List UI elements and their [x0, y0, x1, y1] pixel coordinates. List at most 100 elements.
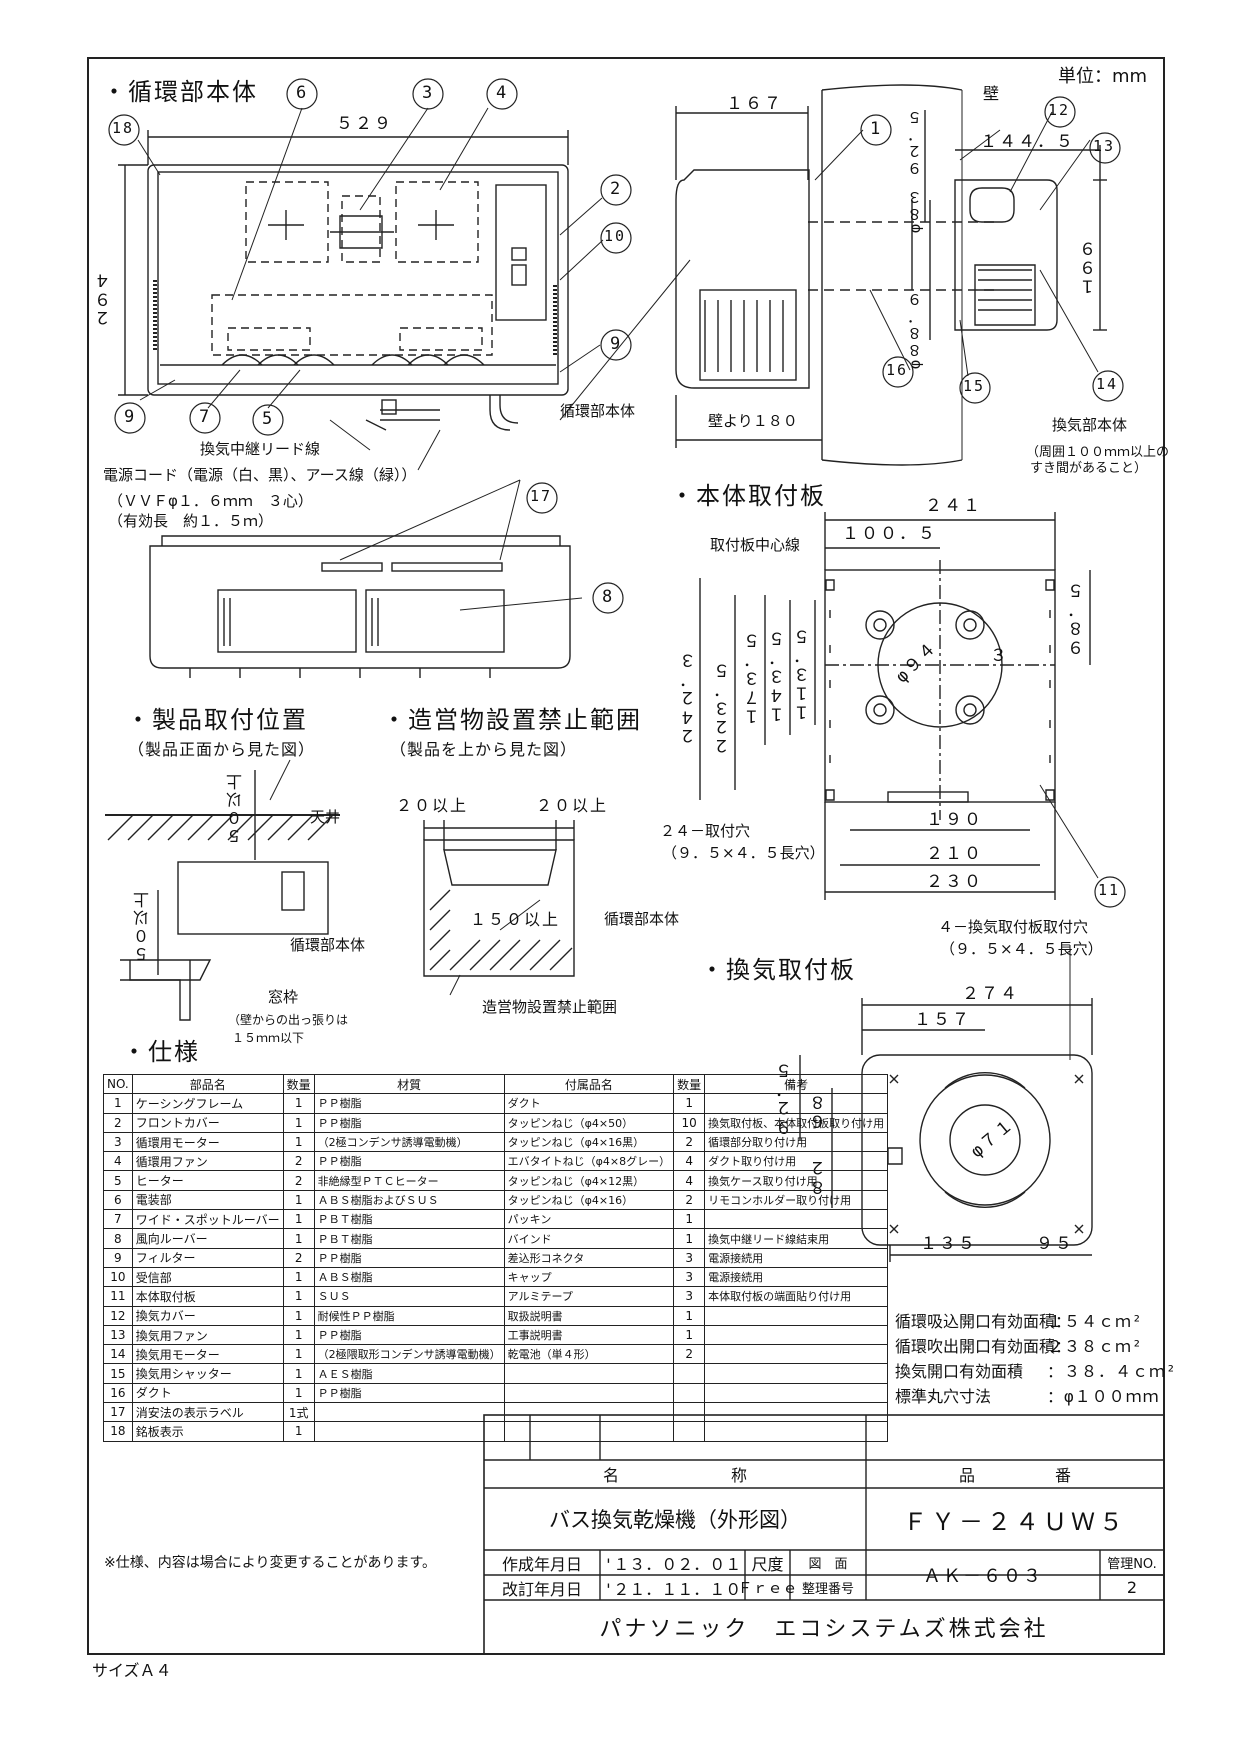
spec-cell: 1	[103, 1093, 133, 1114]
from-wall-label: 壁より１８０	[708, 412, 798, 430]
dim-phi88-9: φ８８．９	[906, 290, 924, 370]
spec-cell: 1	[673, 1324, 706, 1346]
ge20-label-a: ２０以上	[396, 796, 469, 815]
dim-92-5: ９２．５	[906, 108, 924, 176]
spec-cell: タッピンねじ（φ4×12黒）	[503, 1170, 675, 1191]
spec-cell: 換気ケース取り付け用	[704, 1170, 889, 1191]
power-cord-label-1: 電源コード（電源（白、黒）、アース線（緑））	[103, 466, 417, 484]
spec-cell: 電源接続用	[704, 1247, 889, 1268]
circ-body-label-3: 循環部本体	[604, 910, 680, 928]
spec-cell: 電装部	[131, 1189, 284, 1211]
spec-cell: 3	[103, 1131, 133, 1153]
main-body-front-view	[118, 130, 569, 431]
tb-model: ＦＹ－２４ＵＷ５	[903, 1507, 1127, 1536]
spec-cell: 1	[282, 1305, 315, 1326]
spec-cell	[503, 1402, 675, 1423]
section-no-build-zone: ・造営物設置禁止範囲	[382, 706, 642, 734]
spec-cell: バインド	[503, 1228, 675, 1249]
section-vent-plate: ・換気取付板	[700, 956, 856, 984]
spec-cell: 8	[103, 1228, 133, 1249]
spec-cell: 循環用モーター	[131, 1131, 284, 1153]
spec-cell: 10	[103, 1266, 133, 1288]
dim-199: １９９	[1080, 238, 1100, 295]
balloon-6: 6	[296, 83, 309, 103]
spec-cell: 9	[103, 1247, 133, 1268]
tb-product-name: バス換気乾燥機（外形図）	[549, 1508, 801, 1532]
spec-cell: 18	[103, 1421, 133, 1442]
ceiling-label: 天井	[310, 808, 341, 826]
balloon-11: 11	[1098, 881, 1121, 899]
unit-label: 単位：mm	[1058, 66, 1148, 87]
spec-cell: ＡＢＳ樹脂およびＳＵＳ	[313, 1189, 505, 1211]
spec-cell: 6	[103, 1189, 133, 1211]
spec-cell: 1	[282, 1286, 315, 1307]
spec-cell: タッピンねじ（φ4×50）	[503, 1112, 675, 1133]
window-frame-label: 窓枠	[268, 988, 299, 1006]
sheet-size-label: サイズＡ４	[92, 1661, 172, 1680]
spec-cell: ＰＢＴ樹脂	[313, 1209, 505, 1230]
spec-table-header: NO.部品名数量材質付属品名数量備考	[103, 1073, 889, 1095]
spec-cell	[704, 1324, 889, 1346]
spec-cell: 換気用ファン	[131, 1324, 284, 1346]
dim-157: １５７	[914, 1010, 971, 1030]
spec-cell: 12	[103, 1305, 133, 1326]
spec-cell	[704, 1382, 889, 1404]
tb-part-label: 品 番	[958, 1466, 1071, 1485]
balloon-8: 8	[602, 587, 615, 607]
balloon-14: 14	[1096, 375, 1119, 393]
dim-phi83: φ８３	[906, 188, 924, 234]
balloon-5: 5	[262, 409, 275, 429]
spec-cell: 本体取付板の端面貼り付け用	[704, 1286, 889, 1307]
spec-cell: フロントカバー	[131, 1112, 284, 1133]
spec-header-cell: 数量	[673, 1073, 706, 1095]
balloon-9b: 9	[124, 407, 137, 427]
spec-cell	[673, 1382, 706, 1404]
spec-cell: ＡＥＳ樹脂	[313, 1363, 505, 1384]
vent-note-1: （周囲１００ｍｍ以上の	[1026, 445, 1170, 460]
power-cord-label-3: （有効長 約１．５ｍ）	[108, 512, 274, 530]
spec-header-cell: NO.	[103, 1073, 133, 1095]
mount-plate-view	[699, 512, 1091, 900]
spec-cell: 換気用シャッター	[131, 1363, 284, 1384]
tb-revised-label: 改訂年月日	[501, 1579, 582, 1599]
dim-113-5: １１３．５	[794, 626, 814, 721]
spec-cell: ＰＰ樹脂	[313, 1247, 505, 1268]
balloon-16: 16	[886, 361, 909, 379]
spec-cell: 1	[282, 1363, 315, 1384]
dim-529: ５２９	[336, 114, 393, 134]
spec-cell: 2	[103, 1112, 133, 1133]
spec-cell: 循環部分取り付け用	[704, 1131, 889, 1153]
balloon-13: 13	[1093, 137, 1116, 155]
dim-100-5: １００．５	[842, 524, 937, 544]
spec-cell	[503, 1363, 675, 1384]
frame-note-1: （壁からの出っ張りは	[228, 1013, 349, 1027]
opening-area-label: 循環吹出開口有効面積：	[895, 1337, 1072, 1356]
tb-company: パナソニック エコシステムズ株式会社	[599, 1617, 1049, 1642]
spec-cell	[673, 1402, 706, 1423]
opening-area-row: 循環吹出開口有効面積：２３８ｃｍ²	[895, 1333, 1142, 1357]
balloon-17: 17	[530, 487, 553, 505]
spec-cell: 16	[103, 1382, 133, 1404]
dim-95: ９５	[1036, 1234, 1074, 1254]
dim-223-5: ２２３．５	[714, 660, 734, 755]
spec-cell: 本体取付板	[131, 1286, 284, 1307]
spec-cell: ＡＢＳ樹脂	[313, 1266, 505, 1288]
balloon-12: 12	[1048, 101, 1071, 119]
vent-note-2: すき間があること）	[1030, 461, 1148, 476]
balloon-7: 7	[199, 407, 212, 427]
spec-cell: 3	[673, 1266, 706, 1288]
spec-cell: 4	[103, 1151, 133, 1172]
spec-cell	[503, 1421, 675, 1442]
spec-cell: 耐候性ＰＰ樹脂	[313, 1305, 505, 1326]
spec-cell: キャップ	[503, 1266, 675, 1288]
spec-cell: 銘板表示	[131, 1421, 284, 1442]
spec-cell: 11	[103, 1286, 133, 1307]
spec-cell: リモコンホルダー取り付け用	[704, 1189, 889, 1211]
